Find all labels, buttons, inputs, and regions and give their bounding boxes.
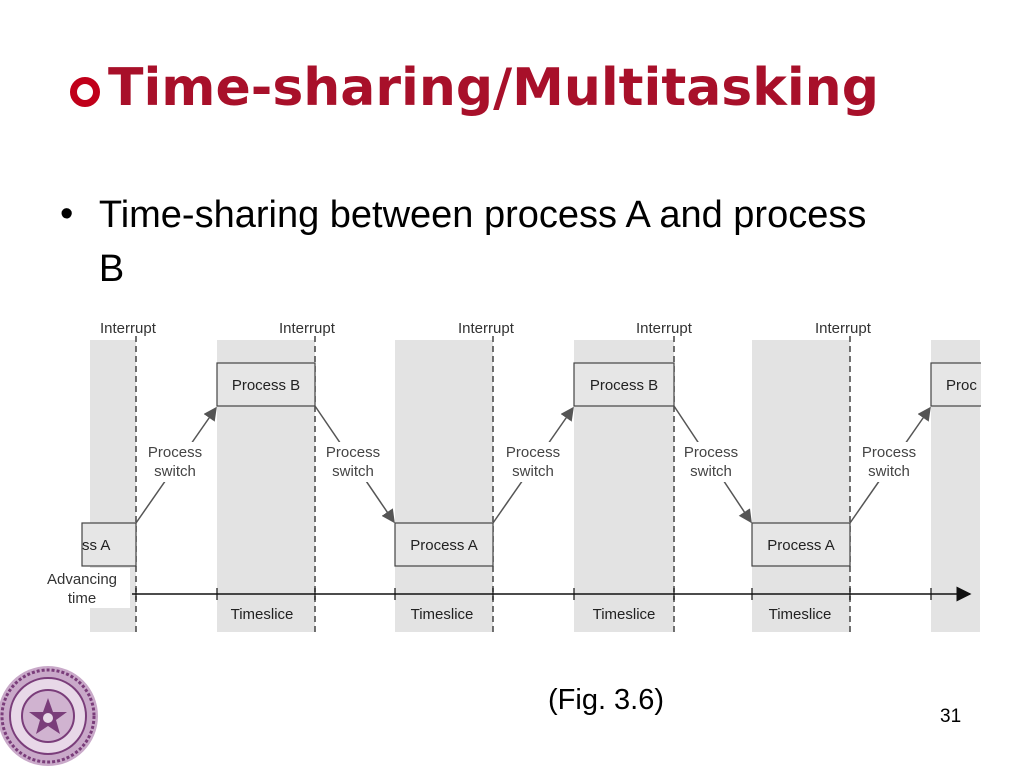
- process-switch-label: Process switch: [856, 442, 922, 482]
- process-b-box: [573, 362, 675, 407]
- svg-text:time: time: [68, 590, 96, 607]
- diagram-edge-mask: [981, 350, 1024, 420]
- timeslice-label: Timeslice: [769, 606, 832, 623]
- process-switch-label: Process switch: [142, 442, 208, 482]
- band: [395, 340, 493, 632]
- process-switch-label: Process switch: [320, 442, 386, 482]
- process-a-label: ss A: [82, 537, 110, 554]
- svg-text:switch: switch: [332, 463, 374, 480]
- figure-caption: (Fig. 3.6): [548, 684, 665, 716]
- interrupt-label: Interrupt: [815, 320, 872, 337]
- slide-title-area: Time-sharing/Multitasking: [70, 58, 879, 118]
- bullet-item: • Time-sharing between process A and pro…: [60, 188, 880, 296]
- svg-text:Advancing: Advancing: [47, 571, 117, 588]
- svg-text:switch: switch: [512, 463, 554, 480]
- bullet-dot-icon: •: [60, 193, 74, 235]
- svg-text:Process: Process: [148, 444, 202, 461]
- process-a-box: [394, 522, 494, 567]
- bullet-text: Time-sharing between process A and proce…: [98, 194, 867, 290]
- svg-text:Process: Process: [862, 444, 916, 461]
- svg-text:switch: switch: [154, 463, 196, 480]
- interrupt-label: Interrupt: [458, 320, 515, 337]
- svg-text:Process: Process: [506, 444, 560, 461]
- timeslice-label: Timeslice: [411, 606, 474, 623]
- svg-text:switch: switch: [690, 463, 732, 480]
- process-b-box: [216, 362, 316, 407]
- process-b-label: Process B: [590, 377, 658, 394]
- interrupt-label: Interrupt: [636, 320, 693, 337]
- process-b-label: Proc: [946, 377, 977, 394]
- process-a-label: Process A: [767, 537, 835, 554]
- svg-text:switch: switch: [868, 463, 910, 480]
- process-switch-label: Process switch: [678, 442, 744, 482]
- timeslice-label: Timeslice: [593, 606, 656, 623]
- title-bullet-icon: [70, 77, 100, 107]
- advancing-time-label: Advancing time: [34, 568, 130, 608]
- band: [752, 340, 850, 632]
- time-sharing-diagram: Interrupt Interrupt Interrupt Interrupt …: [34, 320, 1024, 632]
- process-a-box: [751, 522, 851, 567]
- timeslice-label: Timeslice: [231, 606, 294, 623]
- process-a-label: Process A: [410, 537, 478, 554]
- interrupt-label: Interrupt: [100, 320, 157, 337]
- process-a-box: [81, 522, 137, 567]
- svg-text:Process: Process: [684, 444, 738, 461]
- axis-ticks: [135, 588, 932, 600]
- university-seal-icon: [0, 666, 98, 766]
- page-number: 31: [940, 706, 962, 727]
- interrupt-label: Interrupt: [279, 320, 336, 337]
- svg-text:Process: Process: [326, 444, 380, 461]
- slide-title: Time-sharing/Multitasking: [108, 58, 879, 118]
- process-b-label: Process B: [232, 377, 300, 394]
- process-switch-label: Process switch: [500, 442, 566, 482]
